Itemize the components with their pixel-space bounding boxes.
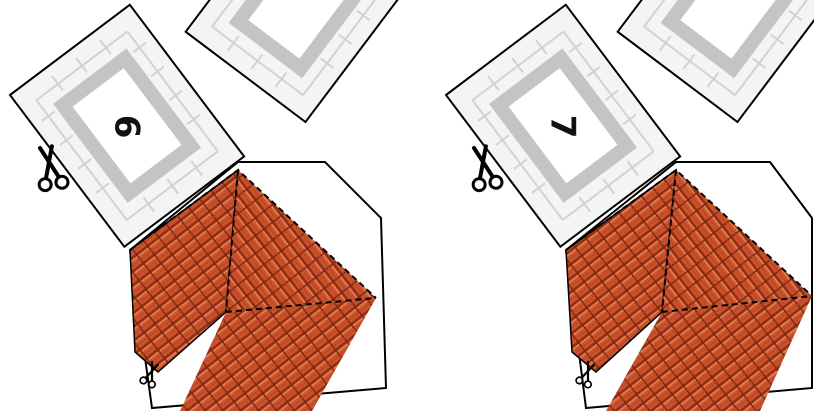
window-card-partial (618, 0, 814, 122)
piece-number-label: 6 (107, 115, 147, 139)
papercraft-piece-6: 6 (10, 0, 420, 411)
window-card-partial (186, 0, 420, 122)
papercraft-piece-7: 7 (446, 0, 814, 411)
piece-number-label: 7 (543, 115, 583, 139)
